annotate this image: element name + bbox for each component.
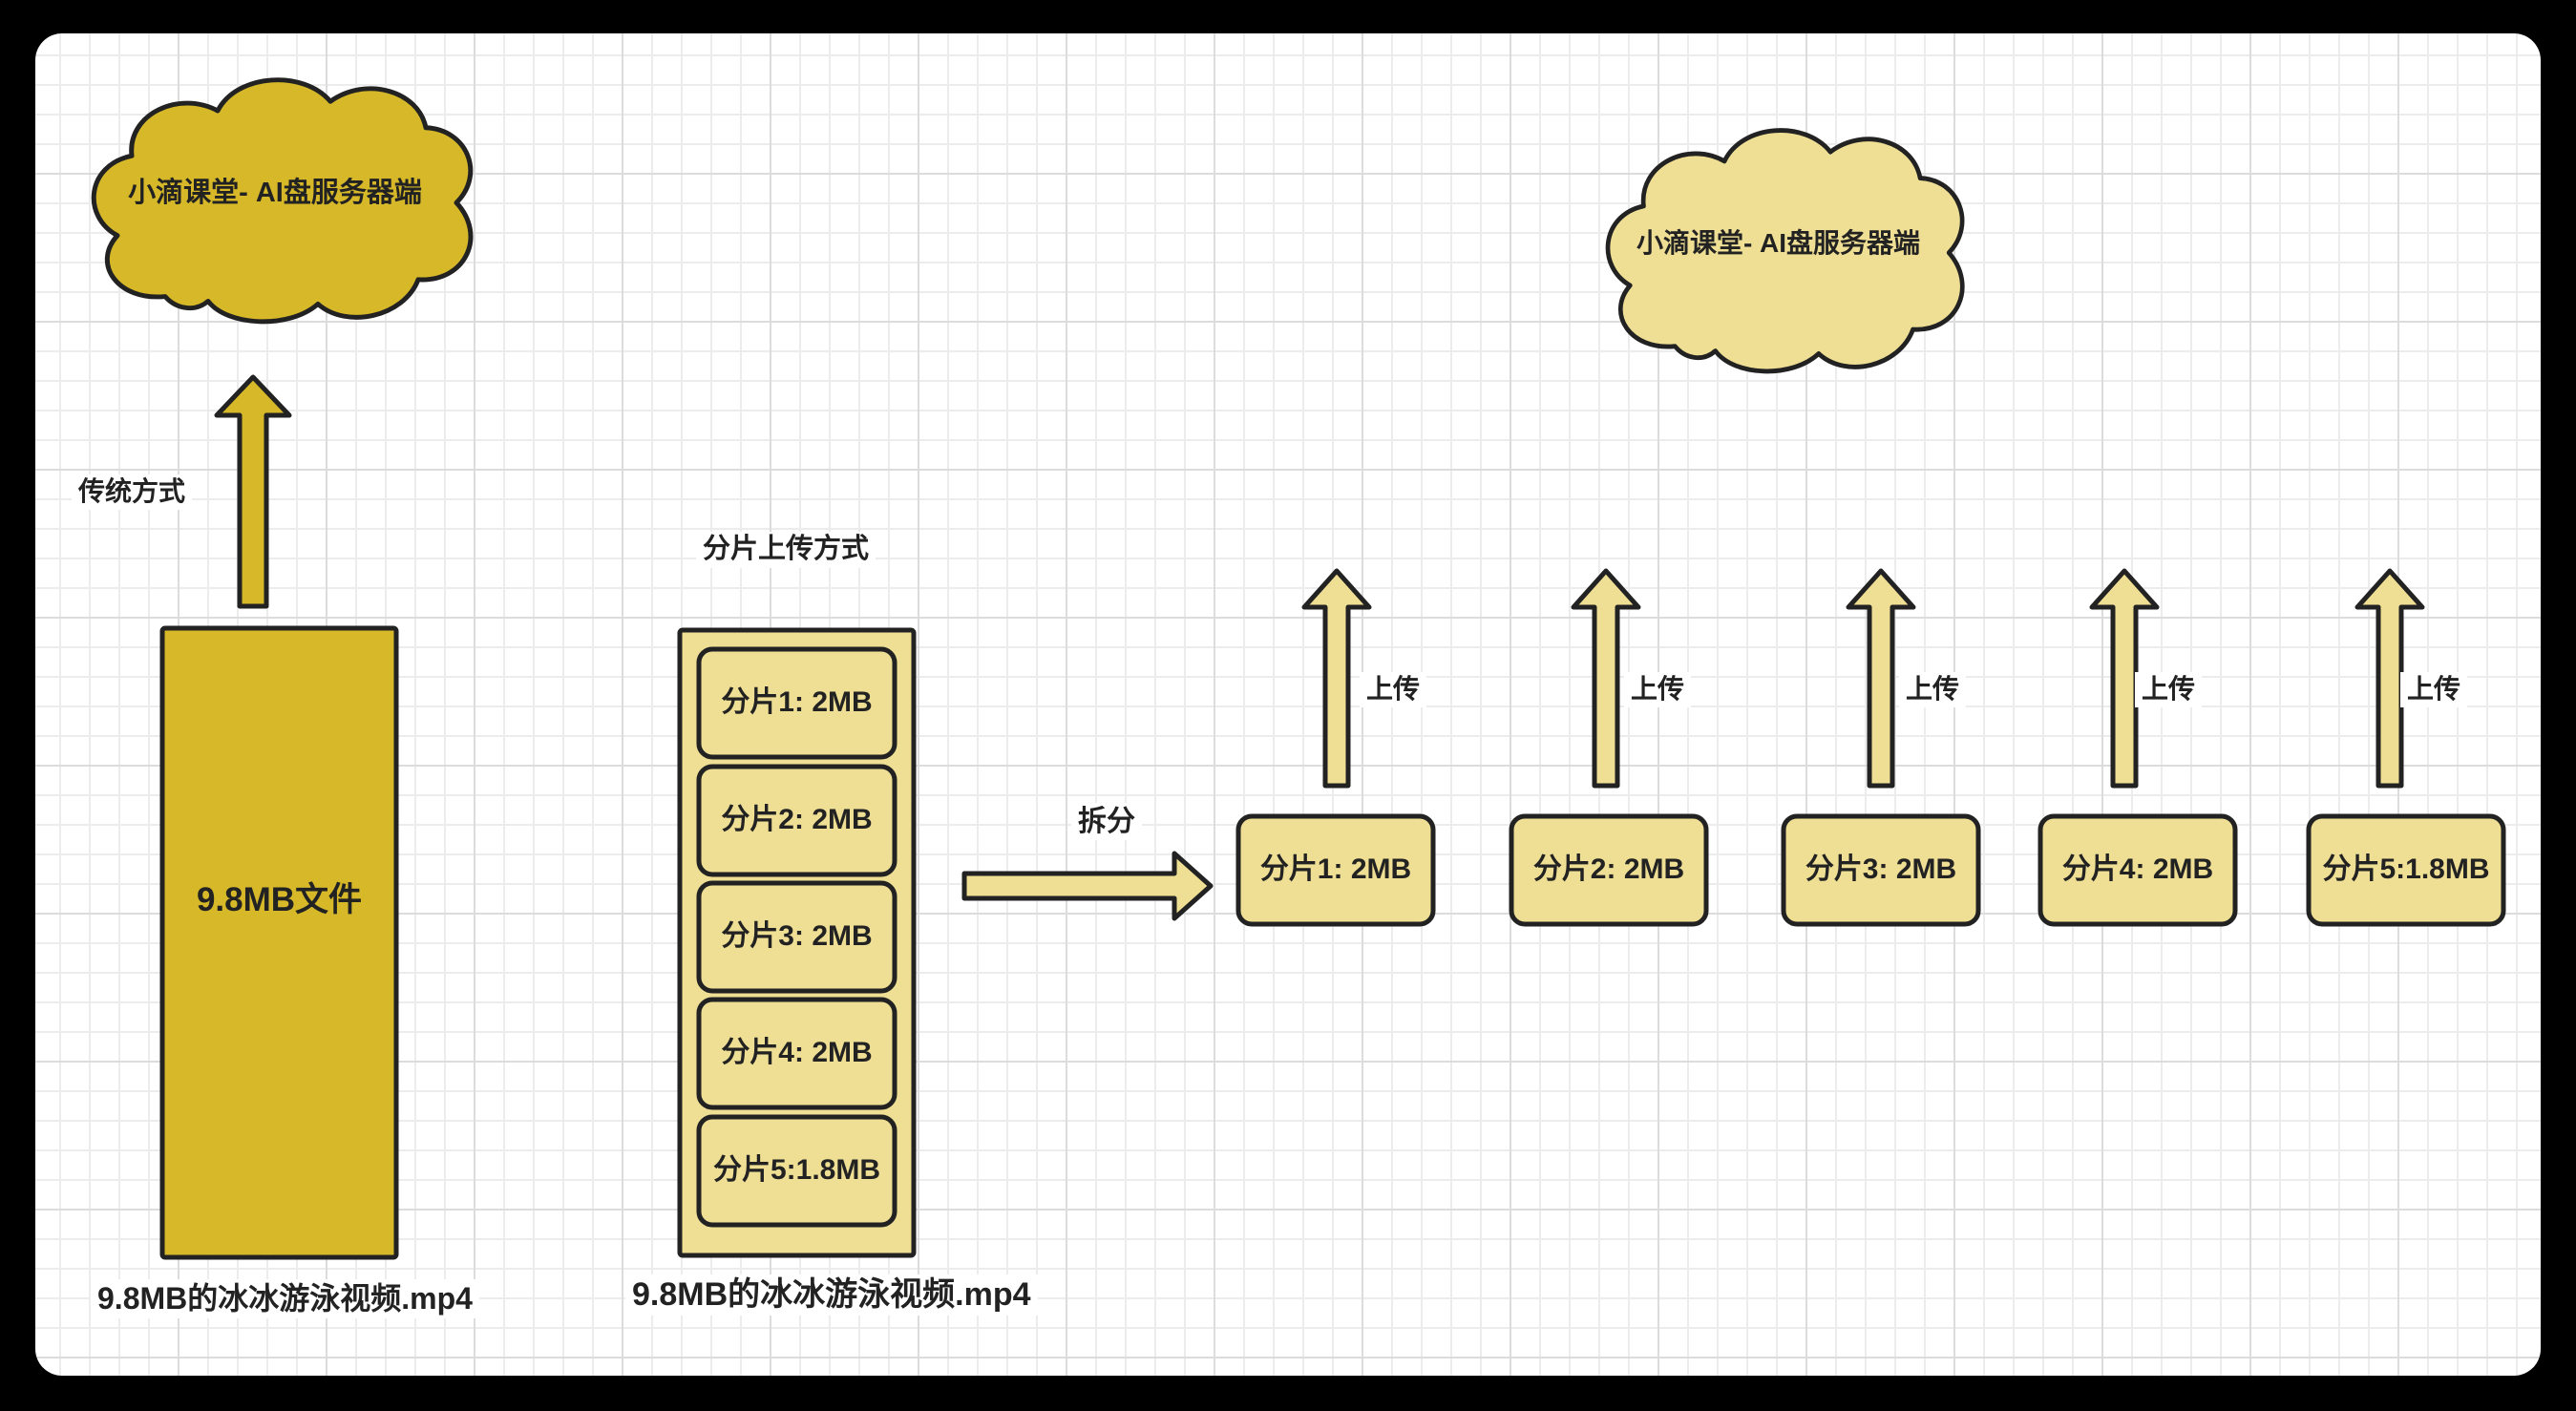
chunk-cell-5-label: 分片5:1.8MB (712, 1154, 881, 1187)
chunked-method-label: 分片上传方式 (696, 532, 876, 568)
traditional-upload-arrow (214, 374, 292, 609)
chunk-cell-4-label: 分片4: 2MB (721, 1037, 873, 1069)
upload-label-4: 上传 (2135, 672, 2203, 707)
big-file-label: 9.8MB文件 (196, 880, 363, 918)
chunk-cell-3-label: 分片3: 2MB (721, 920, 873, 953)
traditional-file-name: 9.8MB的冰冰游泳视频.mp4 (91, 1279, 479, 1319)
chunk-box-4-label: 分片4: 2MB (2061, 853, 2214, 886)
chunk-cell-2-label: 分片2: 2MB (721, 804, 873, 836)
chunk-box-1-label: 分片1: 2MB (1259, 853, 1412, 886)
upload-label-2: 上传 (1624, 672, 1692, 707)
chunk-box-3-label: 分片3: 2MB (1805, 853, 1957, 886)
upload-label-1: 上传 (1360, 672, 1427, 707)
split-arrow (961, 851, 1214, 921)
server-cloud-right-label: 小滴课堂- AI盘服务器端 (1636, 227, 1921, 258)
big-file-rect (159, 625, 399, 1260)
upload-label-3: 上传 (1899, 672, 1967, 707)
grid-paper-canvas: 小滴课堂- AI盘服务器端 小滴课堂- AI盘服务器端 9.8MB文件 (35, 33, 2541, 1376)
server-cloud-left-label: 小滴课堂- AI盘服务器端 (128, 177, 422, 208)
chunk-box-2-label: 分片2: 2MB (1532, 853, 1685, 886)
upload-label-5: 上传 (2400, 672, 2468, 707)
split-label: 拆分 (1071, 803, 1142, 840)
chunked-file-name: 9.8MB的冰冰游泳视频.mp4 (625, 1274, 1038, 1316)
chunk-cell-1-label: 分片1: 2MB (721, 686, 873, 719)
chunk-box-5-label: 分片5:1.8MB (2322, 853, 2490, 886)
traditional-method-label: 传统方式 (72, 474, 193, 510)
